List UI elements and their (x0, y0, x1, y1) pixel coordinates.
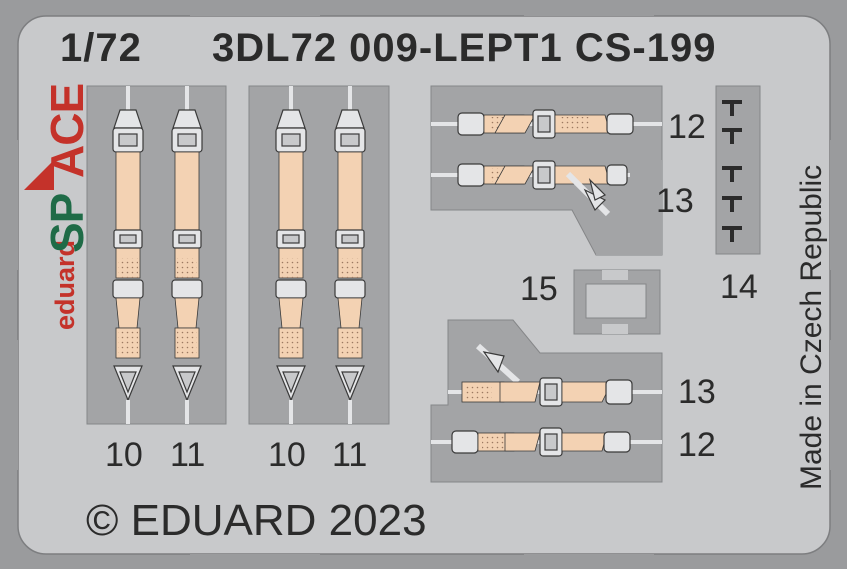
part-number-12-bottom: 12 (678, 426, 716, 464)
part-number-10-left: 10 (105, 436, 143, 474)
part-number-11-middle: 11 (332, 436, 368, 474)
belt-panel-left (86, 85, 227, 425)
part-number-14: 14 (720, 268, 758, 306)
belt-10-left (112, 86, 144, 424)
belt-11-left (171, 86, 203, 424)
part-number-12-top: 12 (668, 108, 706, 146)
horizontal-belt-12-bottom (431, 427, 662, 457)
brand-accent-triangle (24, 160, 54, 190)
brand-sp-text: SP (41, 193, 93, 253)
made-in-text: Made in Czech Republic (795, 164, 828, 490)
buckle-strip-14 (715, 85, 761, 255)
copyright-text: © EDUARD 2023 (86, 496, 427, 545)
part-number-15: 15 (520, 270, 558, 308)
part-number-13-bottom: 13 (678, 373, 716, 411)
horizontal-belt-13-bottom (448, 343, 662, 407)
part-number-11-left: 11 (170, 436, 206, 474)
brand-eduard-text: eduard (50, 239, 80, 330)
scale-label: 1/72 (60, 26, 142, 70)
belt-10-middle (275, 86, 307, 424)
frame-part-15 (573, 269, 661, 335)
part-number-13-top: 13 (656, 182, 694, 220)
horizontal-belt-13-top (431, 160, 630, 217)
brand-ace-text: ACE (41, 83, 93, 178)
set-code: 3DL72 009-LEPT1 CS-199 (212, 26, 717, 70)
belt-11-middle (334, 86, 366, 424)
part-number-10-middle: 10 (268, 436, 306, 474)
horizontal-belt-12-top (431, 109, 662, 139)
vertical-belts (112, 86, 366, 424)
belt-panel-middle (248, 85, 390, 425)
